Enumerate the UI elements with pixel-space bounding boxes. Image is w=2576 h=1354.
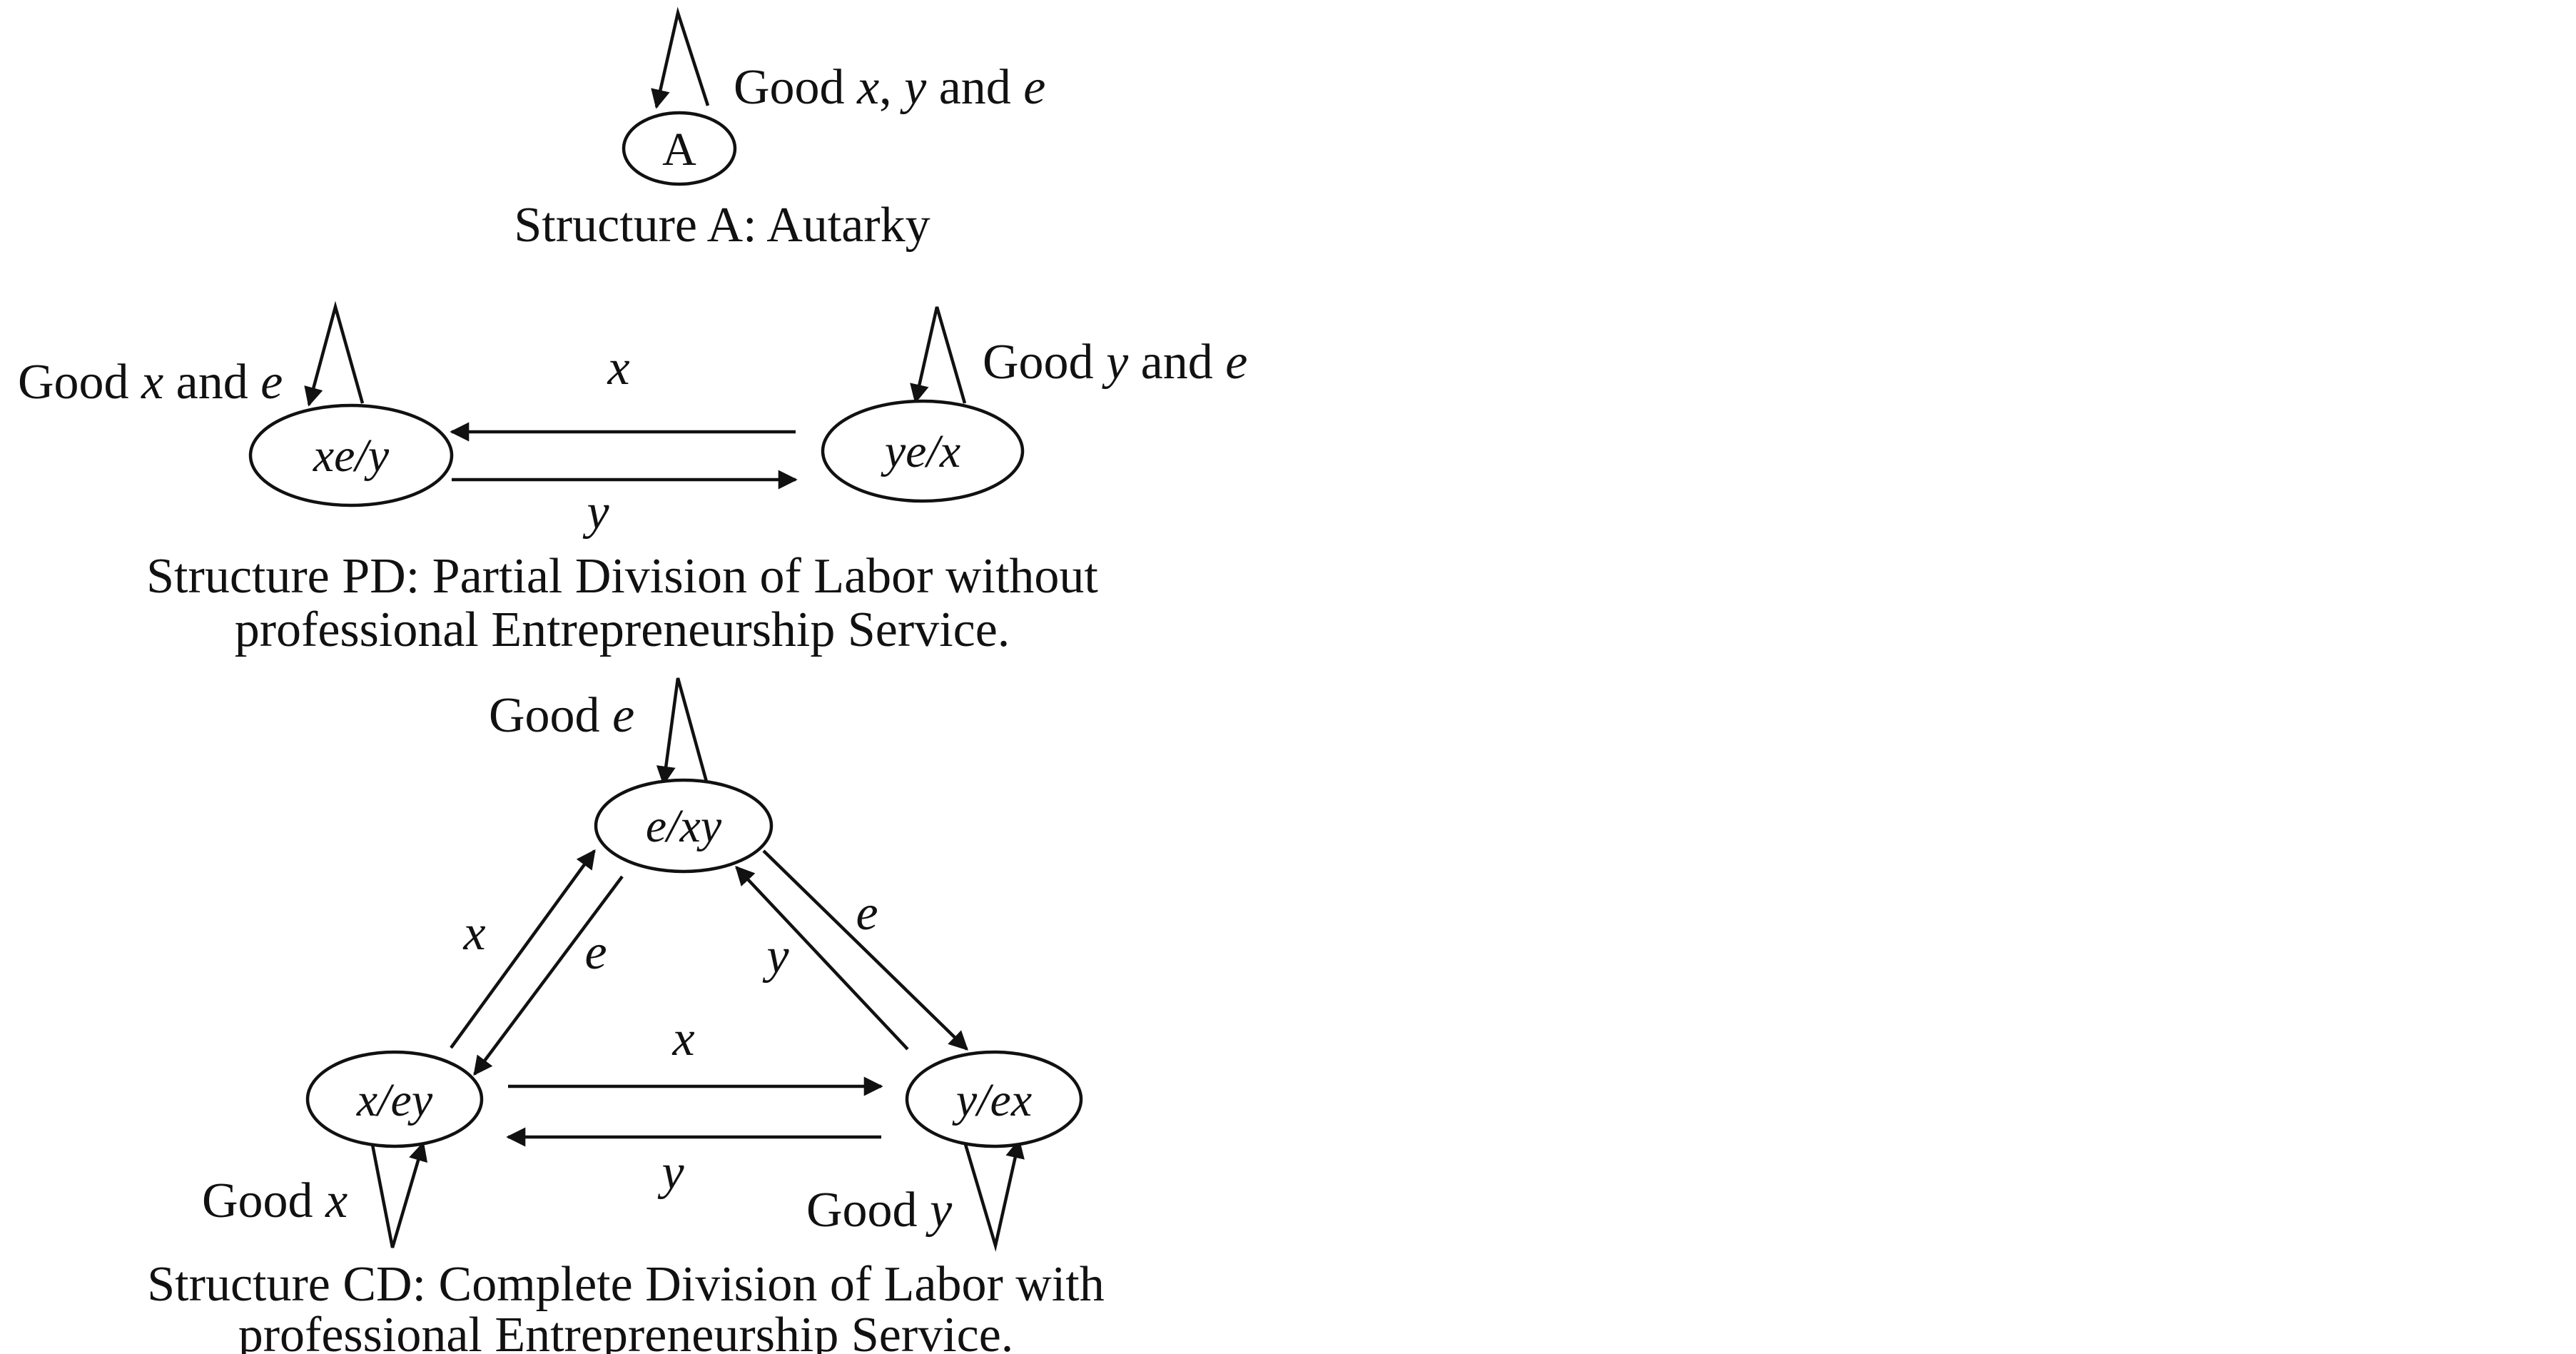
cd-arrow-e-top-to-right	[762, 849, 968, 1051]
cd-caption-line1: Structure CD: Complete Division of Labor…	[147, 1257, 1104, 1312]
pd-arrow-y-label: y	[582, 485, 609, 540]
cd-caption-line2: professional Entrepreneurship Service.	[238, 1308, 1014, 1354]
cd-right-self-loop	[963, 1138, 1025, 1252]
pd-arrow-x-label: x	[607, 340, 629, 395]
cd-top-node-label: e/xy	[646, 800, 722, 852]
cd-top-loop-label: Good e	[489, 688, 634, 743]
pd-right-self-loop	[910, 306, 967, 404]
pd-caption-line1: Structure PD: Partial Division of Labor …	[146, 549, 1098, 604]
pd-left-self-loop	[304, 300, 365, 407]
pd-left-node	[248, 403, 454, 507]
cd-label-bottom-x: x	[671, 1011, 694, 1066]
autarky-node	[622, 111, 737, 186]
cd-left-self-loop	[370, 1141, 428, 1248]
autarky-caption: Structure A: Autarky	[514, 198, 930, 253]
cd-arrow-e-top-to-left	[473, 875, 624, 1076]
structure-cd: e/xy x/ey y/ex x e y e x y Good e Good x…	[147, 677, 1105, 1354]
cd-arrow-x-left-to-top	[450, 849, 596, 1049]
autarky-node-label: A	[662, 123, 696, 176]
pd-caption-line2: professional Entrepreneurship Service.	[235, 602, 1010, 657]
cd-label-right-up-y: y	[762, 929, 789, 984]
cd-arrow-y-right-to-top	[735, 866, 909, 1051]
pd-left-node-label: xe/y	[313, 430, 390, 482]
cd-right-node	[905, 1050, 1083, 1148]
autarky-self-loop	[651, 6, 710, 109]
cd-label-left-down-e: e	[584, 925, 607, 980]
cd-right-node-label: y/ex	[952, 1074, 1032, 1126]
cd-left-node	[305, 1050, 484, 1148]
autarky-loop-label: Good x, y and e	[734, 60, 1045, 115]
cd-label-right-down-e: e	[856, 886, 878, 941]
cd-top-node	[594, 778, 774, 874]
pd-right-loop-label: Good y and e	[983, 335, 1247, 390]
cd-right-loop-label: Good y	[806, 1183, 953, 1238]
pd-right-node-label: ye/x	[881, 425, 960, 478]
cd-top-self-loop	[656, 677, 709, 786]
cd-left-loop-label: Good x	[202, 1173, 348, 1228]
cd-label-left-up-x: x	[462, 906, 485, 961]
cd-left-node-label: x/ey	[356, 1074, 433, 1126]
pd-right-node	[821, 399, 1025, 503]
cd-label-bottom-y: y	[657, 1145, 684, 1200]
structure-pd: xe/y ye/x x y Good x and e Good y and e …	[18, 300, 1247, 657]
pd-left-loop-label: Good x and e	[18, 355, 283, 410]
structure-a: A Good x, y and e Structure A: Autarky	[514, 6, 1045, 253]
